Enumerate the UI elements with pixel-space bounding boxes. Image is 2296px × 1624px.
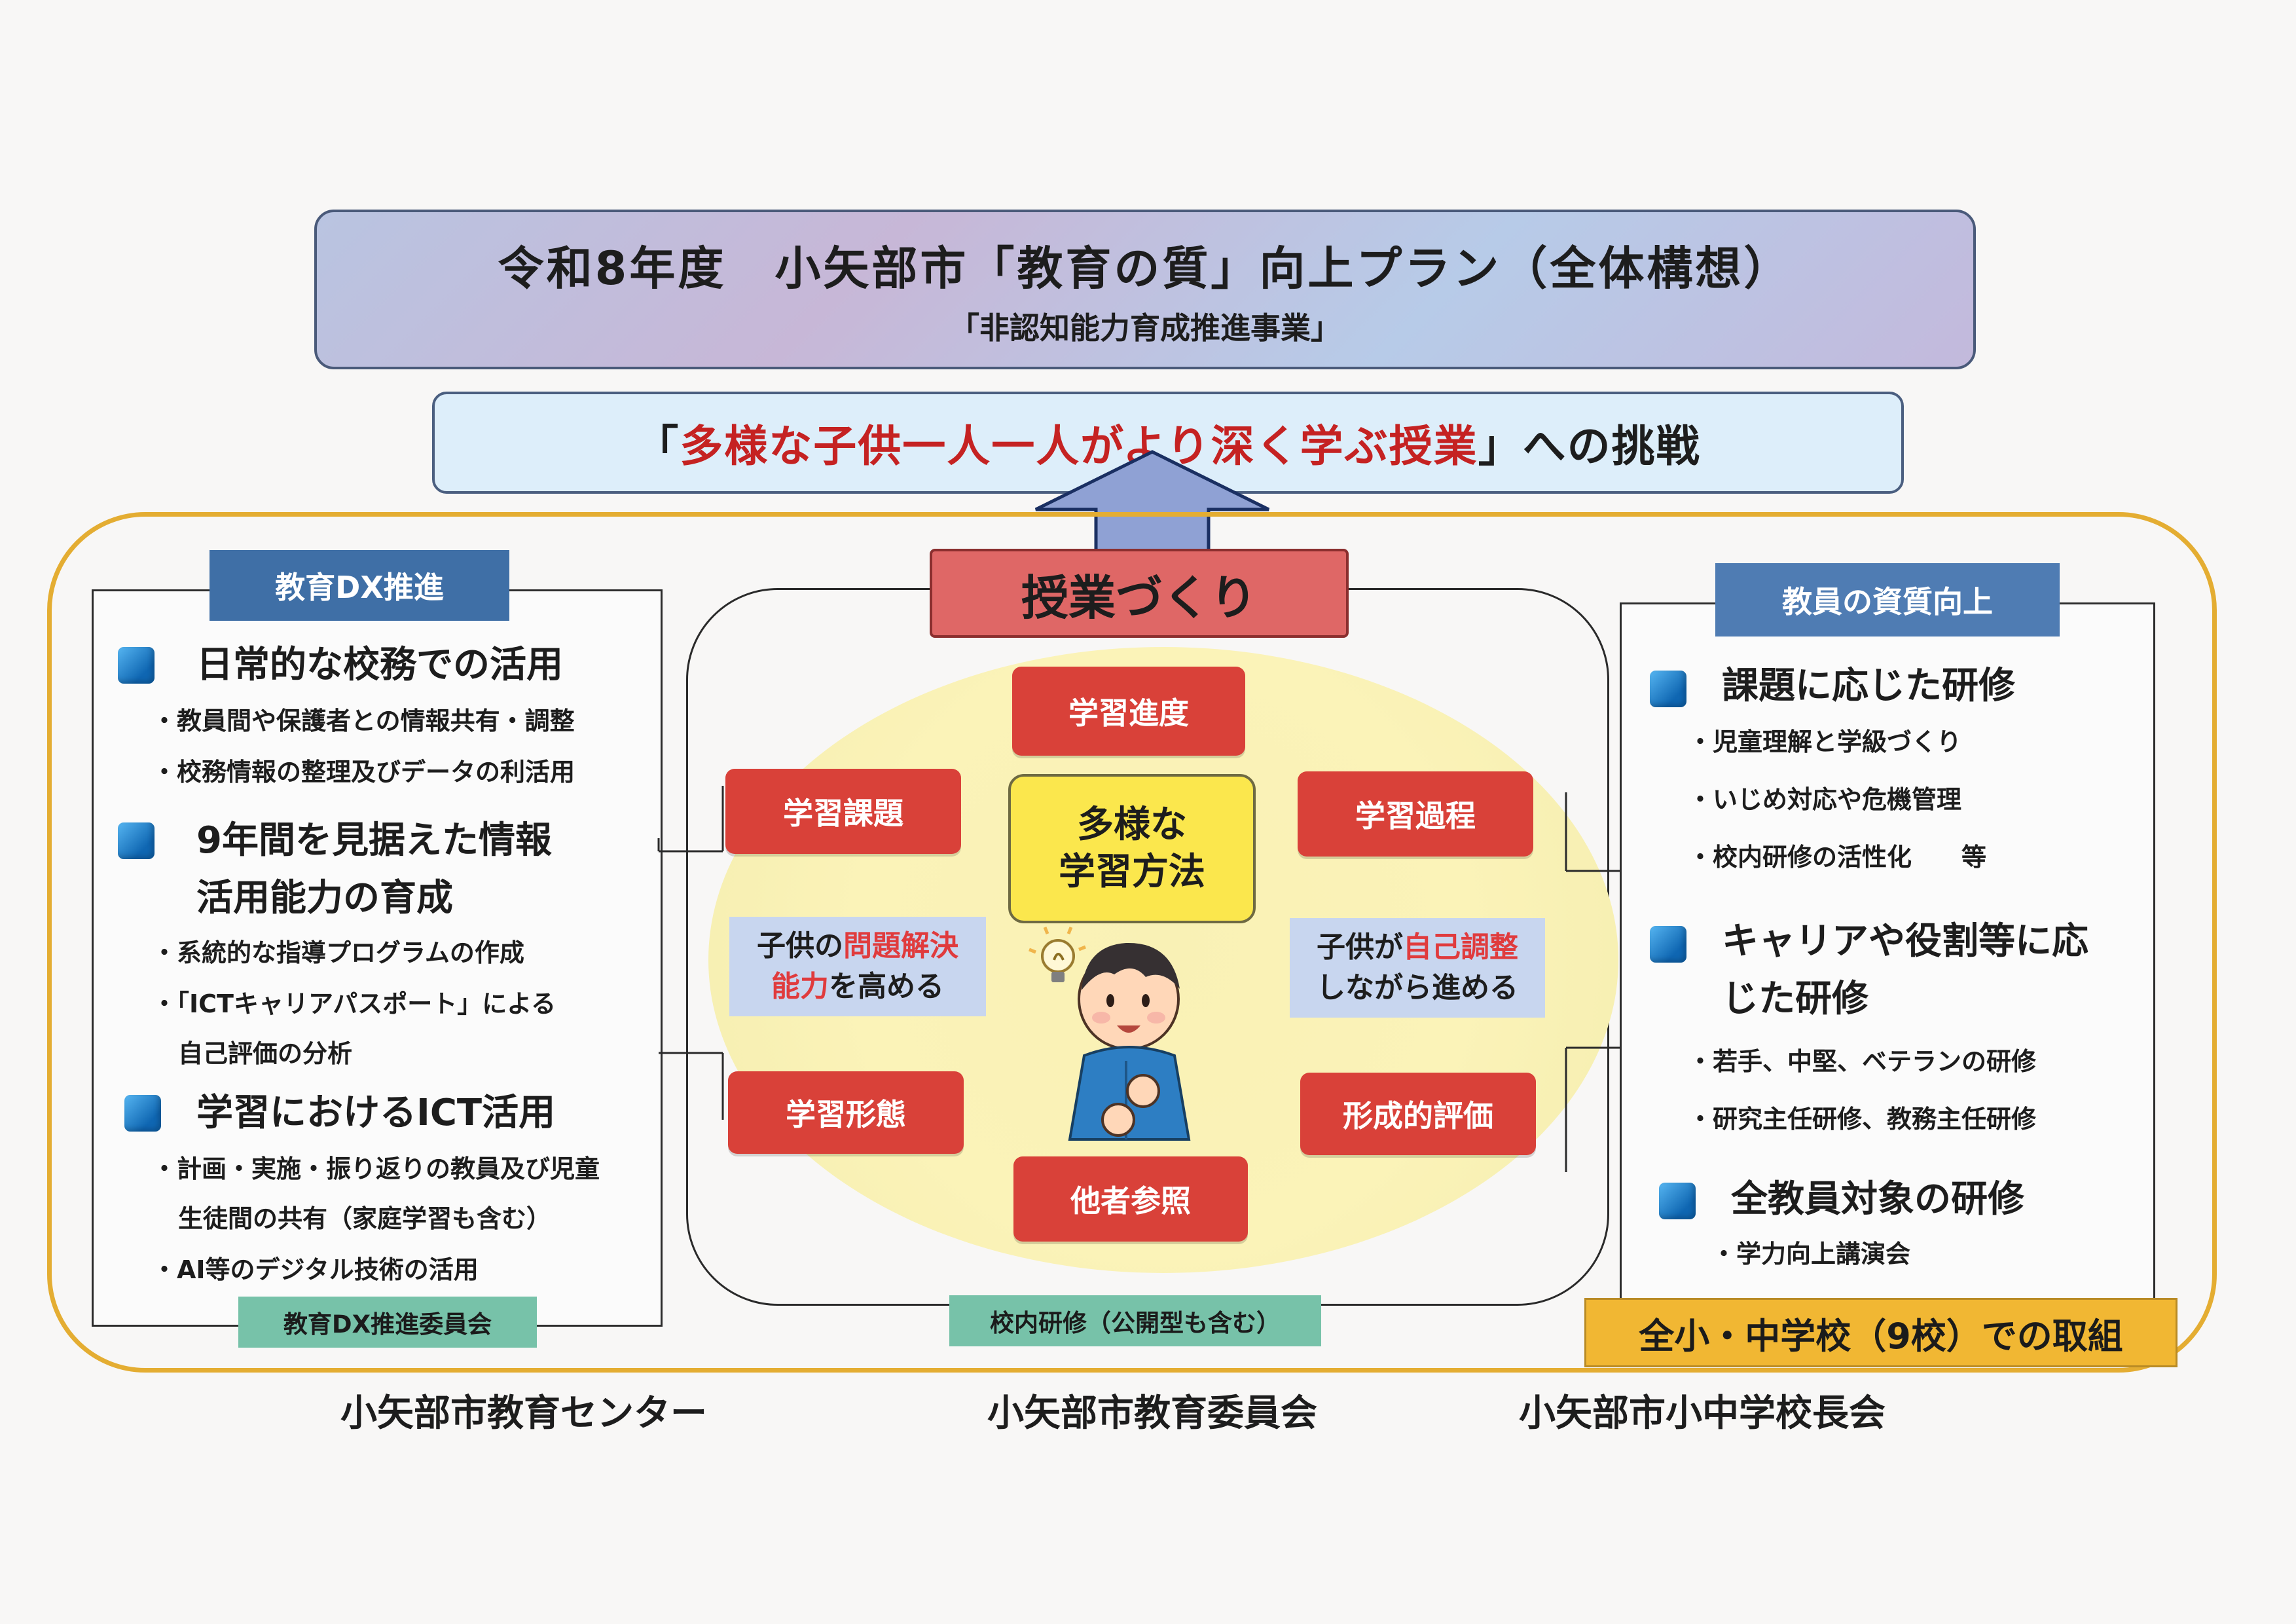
note-left-1a: 子供の (757, 929, 843, 963)
education-dx-tag: 教育DX推進 (210, 550, 509, 621)
blue-square-icon (1650, 671, 1686, 707)
learning-box: 形成的評価 (1300, 1073, 1536, 1155)
center-label-line1: 多様な (1077, 803, 1187, 846)
plan-title-banner: 令和8年度 小矢部市「教育の質」向上プラン（全体構想） 「非認知能力育成推進事業… (314, 210, 1976, 369)
lightbulb-icon (1029, 927, 1086, 982)
dx-item: ・教員間や保護者との情報共有・調整 (152, 707, 575, 735)
blue-square-icon (1650, 926, 1686, 963)
learning-box: 学習課題 (725, 769, 961, 854)
note-left-2a: 能力 (771, 970, 829, 1003)
note-right-1b: 自己調整 (1403, 931, 1518, 964)
learning-box: 他者参照 (1013, 1156, 1248, 1242)
teacher-heading-2-line2: じた研修 (1722, 978, 1868, 1020)
teacher-item: ・児童理解と学級づくり (1688, 728, 1962, 756)
dx-item: ・校務情報の整理及びデータの利活用 (152, 758, 575, 786)
note-left-1b: 問題解決 (843, 929, 958, 963)
dx-item: ・計画・実施・振り返りの教員及び児童 (152, 1154, 600, 1183)
goal-prefix: 「 (635, 421, 680, 471)
all-schools-tag: 全小・中学校（9校）での取組 (1584, 1298, 2178, 1367)
blue-square-icon (124, 1095, 161, 1132)
teacher-quality-tag: 教員の資質向上 (1715, 563, 2060, 637)
organization-principals-association: 小矢部市小中学校長会 (1519, 1392, 1886, 1435)
plan-title: 令和8年度 小矢部市「教育の質」向上プラン（全体構想） (498, 241, 1793, 295)
dx-committee-tag: 教育DX推進委員会 (238, 1297, 537, 1348)
dx-heading-2-line2: 活用能力の育成 (196, 877, 453, 919)
dx-heading-3: 学習におけるICT活用 (196, 1092, 556, 1134)
overall-framework-frame (47, 512, 2217, 1373)
organization-board-of-education: 小矢部市教育委員会 (987, 1392, 1317, 1435)
dx-heading-1: 日常的な校務での活用 (196, 644, 563, 686)
school-training-tag: 校内研修（公開型も含む） (949, 1295, 1321, 1346)
learning-box: 学習形態 (728, 1071, 964, 1154)
problem-solving-note: 子供の問題解決 能力を高める (729, 917, 986, 1016)
teacher-heading-3: 全教員対象の研修 (1731, 1178, 2024, 1221)
blue-square-icon (118, 647, 155, 684)
teacher-item: ・いじめ対応や危機管理 (1688, 785, 1962, 814)
note-right-2: しながら進める (1317, 971, 1518, 1005)
blue-square-icon (1659, 1183, 1696, 1219)
education-dx-panel (92, 589, 663, 1327)
teacher-quality-panel (1620, 602, 2155, 1316)
teacher-item: ・研究主任研修、教務主任研修 (1688, 1105, 2037, 1134)
lesson-design-title: 授業づくり (930, 549, 1349, 638)
goal-highlight: 多様な子供一人一人がより深く学ぶ授業 (680, 421, 1478, 471)
learning-box: 学習進度 (1012, 667, 1245, 756)
note-right-1a: 子供が (1317, 931, 1403, 964)
dx-item: ・AI等のデジタル技術の活用 (152, 1255, 479, 1284)
goal-suffix: 」への挑戦 (1478, 421, 1701, 471)
center-label-line2: 学習方法 (1059, 851, 1205, 893)
project-subtitle: 「非認知能力育成推進事業」 (949, 310, 1341, 346)
note-left-2b: を高める (829, 970, 944, 1003)
dx-heading-2-line1: 9年間を見据えた情報 (196, 819, 552, 862)
student-illustration (1029, 927, 1191, 1141)
teacher-item: ・校内研修の活性化 等 (1688, 843, 1987, 872)
dx-item: 自己評価の分析 (178, 1039, 353, 1068)
teacher-heading-1: 課題に応じた研修 (1722, 665, 2015, 707)
organization-education-center: 小矢部市教育センター (340, 1392, 707, 1435)
learning-box: 学習過程 (1298, 771, 1533, 857)
blue-square-icon (118, 822, 155, 859)
teacher-item: ・学力向上講演会 (1711, 1240, 1911, 1268)
teacher-item: ・若手、中堅、ベテランの研修 (1688, 1047, 2037, 1076)
dx-item: 生徒間の共有（家庭学習も含む） (178, 1204, 552, 1233)
teacher-heading-2-line1: キャリアや役割等に応 (1722, 920, 2088, 963)
dx-item: ・「ICTキャリアパスポート」による (152, 989, 556, 1018)
self-regulation-note: 子供が自己調整 しながら進める (1290, 918, 1545, 1018)
dx-item: ・系統的な指導プログラムの作成 (152, 938, 524, 967)
connector-lines (657, 786, 1621, 1172)
diverse-learning-methods: 多様な 学習方法 (1008, 774, 1256, 923)
